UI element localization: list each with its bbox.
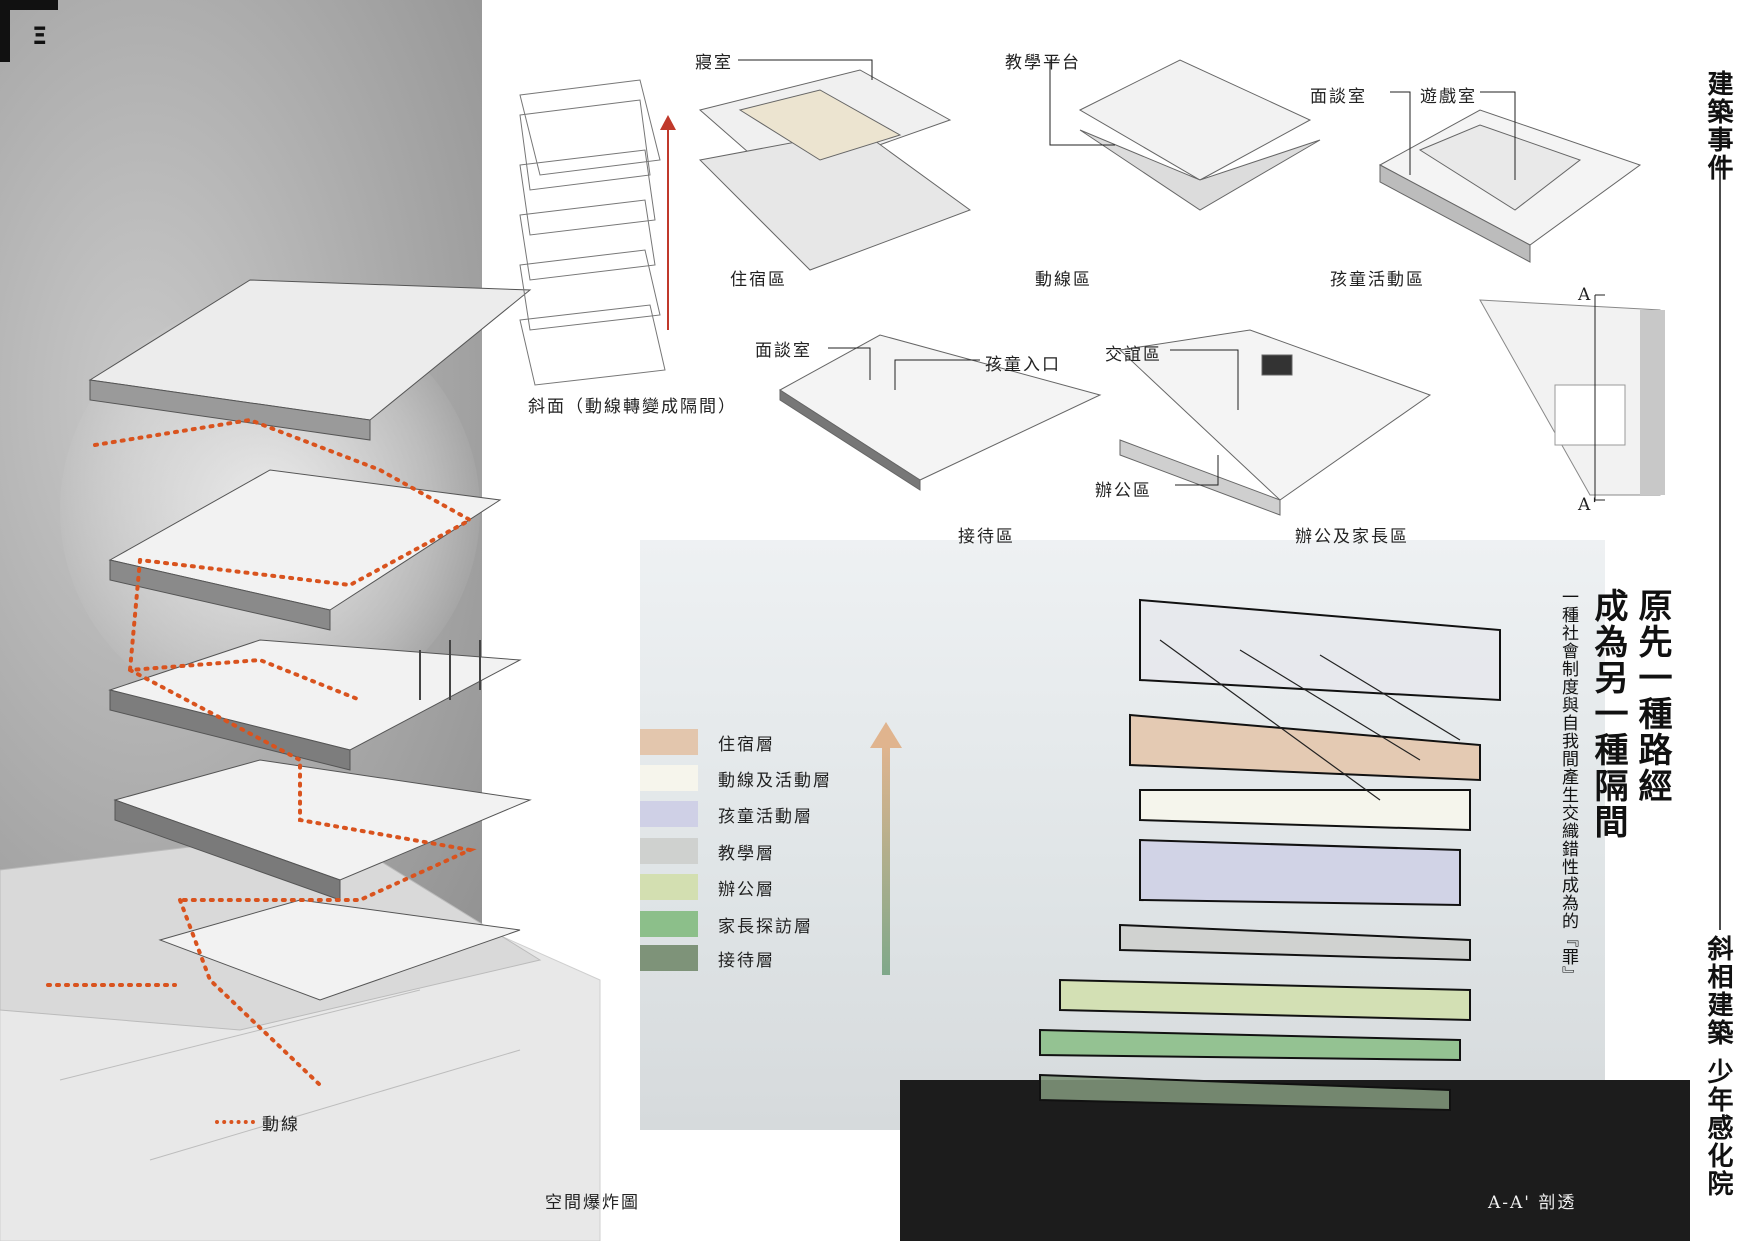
label-section-a2: A' <box>1578 495 1599 515</box>
circulation-path <box>46 417 477 1087</box>
label-reception: 接待區 <box>958 527 1015 547</box>
legend-label: 住宿層 <box>718 734 775 755</box>
legend-label: 孩童活動層 <box>718 806 813 827</box>
label-playroom: 遊戲室 <box>1420 87 1477 107</box>
caption-explosion: 空間爆炸圖 <box>545 1193 640 1213</box>
legend-swatch <box>640 911 698 937</box>
legend-swatch <box>640 874 698 900</box>
label-teaching: 教學平台 <box>1005 53 1081 73</box>
label-office: 辦公區 <box>1095 481 1152 501</box>
legend-item: 辦公層 <box>640 873 775 901</box>
label-section-a: A <box>1578 285 1593 305</box>
office-diagram <box>1118 329 1432 516</box>
label-child-entry: 孩童入口 <box>985 355 1061 375</box>
exploded-floors <box>88 279 532 1001</box>
legend-item: 教學層 <box>640 837 775 865</box>
legend-item: 動線及活動層 <box>640 764 832 792</box>
legend-swatch <box>640 801 698 827</box>
legend-item: 接待層 <box>640 944 775 972</box>
sidebar-top-title: 建築事件 <box>1703 70 1733 182</box>
reception-diagram <box>779 334 1102 491</box>
legend-swatch <box>640 838 698 864</box>
svg-text:Ξ: Ξ <box>32 22 47 50</box>
slope-wireframe <box>519 79 666 386</box>
label-dorm: 住宿區 <box>730 270 787 290</box>
legend-label: 教學層 <box>718 843 775 864</box>
legend-swatch <box>640 729 698 755</box>
legend-swatch <box>640 945 698 971</box>
label-office-parent: 辦公及家長區 <box>1295 527 1409 547</box>
legend-arrow <box>882 745 890 975</box>
dorm-diagram <box>698 69 972 271</box>
label-children: 孩童活動區 <box>1330 270 1425 290</box>
section-floors <box>1039 598 1501 1112</box>
legend-label: 接待層 <box>718 950 775 971</box>
legend-item: 家長探訪層 <box>640 910 813 938</box>
legend-item: 孩童活動層 <box>640 800 813 828</box>
sidebar-bottom-title: 斜相建築 少年感化院 <box>1703 935 1733 1199</box>
circulation-diagram <box>1078 59 1321 211</box>
heading-line2: 成為另一種隔間 <box>1588 588 1628 840</box>
label-interview1: 面談室 <box>1310 87 1367 107</box>
label-circulation: 動線區 <box>1035 270 1092 290</box>
label-dorm-room: 寢室 <box>695 53 733 73</box>
caption-section: A-A' 剖透 <box>1488 1193 1577 1213</box>
label-slope: 斜面（動線轉變成隔間） <box>528 397 737 417</box>
heading-line1: 原先一種路經 <box>1632 588 1672 804</box>
label-interview2: 面談室 <box>755 341 812 361</box>
label-social: 交誼區 <box>1105 345 1162 365</box>
legend-item: 住宿層 <box>640 728 775 756</box>
legend-label: 家長探訪層 <box>718 916 813 937</box>
caption-circulation-key: 動線 <box>262 1115 300 1135</box>
legend-label: 辦公層 <box>718 879 775 900</box>
legend-label: 動線及活動層 <box>718 770 832 791</box>
legend-swatch <box>640 765 698 791</box>
circulation-key-icon <box>215 1120 255 1128</box>
logo-icon: Ξ <box>0 0 62 62</box>
children-diagram <box>1378 109 1642 263</box>
heading-sub: 一種社會制度與自我間產生交織錯性成為的『罪』 <box>1558 588 1578 984</box>
section-thumbnail <box>1479 299 1665 496</box>
